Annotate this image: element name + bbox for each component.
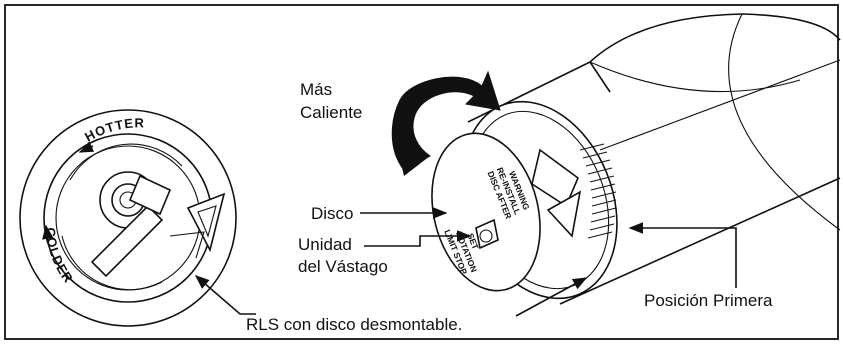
unidad-label-line2: del Vástago <box>298 257 388 276</box>
unidad-label-line1: Unidad <box>298 235 352 254</box>
posicion-leader <box>628 222 737 288</box>
rotation-limit-dial: HOTTER COLDER <box>19 109 237 327</box>
rls-label: RLS con disco desmontable. <box>246 315 462 334</box>
ring-teeth <box>579 143 617 239</box>
valve-body: WARNING RE-INSTALL DISC AFTER SET ROTATI… <box>431 13 841 305</box>
unidad-leader <box>364 230 472 247</box>
mas-label-line1: Más <box>300 80 332 99</box>
disco-label: Disco <box>311 204 354 223</box>
frame-border <box>4 4 839 340</box>
rls-leader-right <box>515 277 588 317</box>
posicion-label: Posición Primera <box>644 291 773 310</box>
caliente-label: Caliente <box>300 103 362 122</box>
rotation-arrow-icon <box>391 70 501 176</box>
rls-leader-left <box>194 275 256 315</box>
